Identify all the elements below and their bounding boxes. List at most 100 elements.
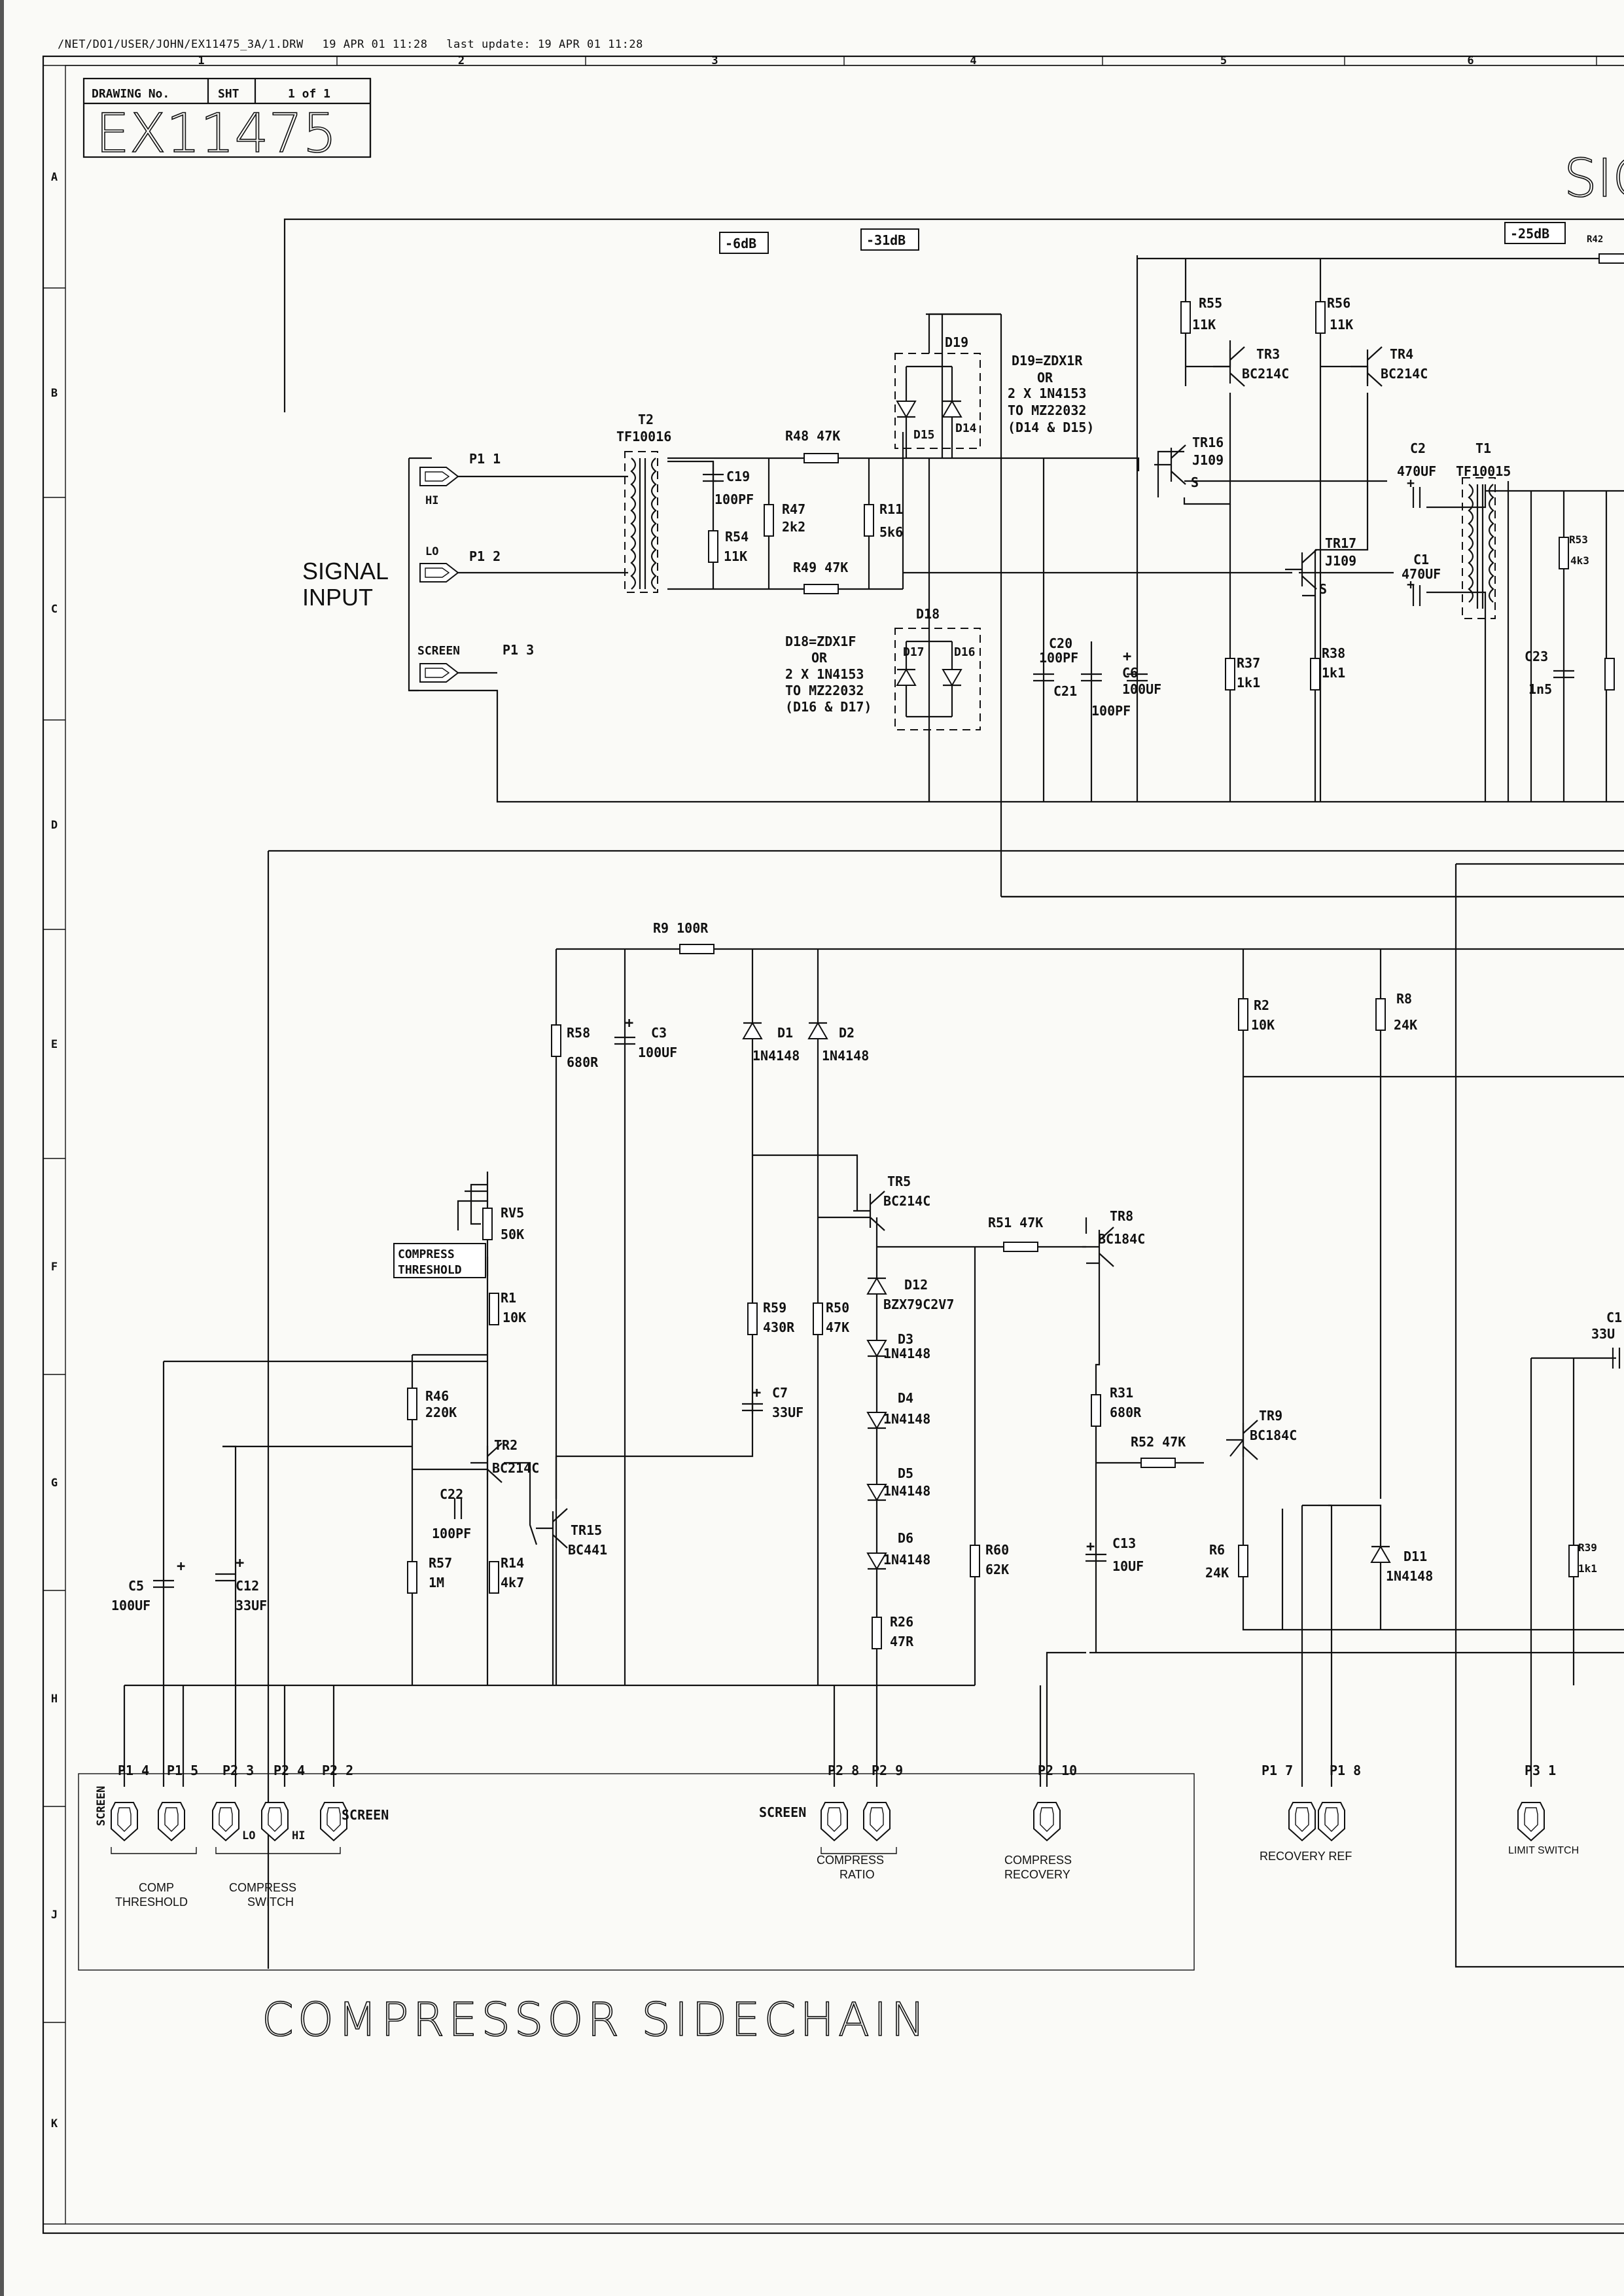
section-title-sig: SIG xyxy=(1564,148,1624,209)
connector-p1-7[interactable] xyxy=(1288,1802,1316,1841)
connector-p1-2[interactable] xyxy=(419,563,459,583)
pin-label-p1-7: P1 7 xyxy=(1262,1763,1293,1778)
pin-p1-1: P1 1 xyxy=(469,451,501,467)
value-r50: 47K xyxy=(826,1319,849,1335)
value-c-cut: 33U xyxy=(1591,1326,1615,1342)
connector-p1-5[interactable] xyxy=(158,1802,185,1841)
upper-components: C19 100PF R54 11K R47 2k2 R48 47K R49 47… xyxy=(701,234,1624,802)
section-title-compressor-sidechain: COMPRESSOR SIDECHAIN xyxy=(262,1993,929,2047)
connector-p1-1[interactable] xyxy=(419,467,459,486)
value-d3: 1N4148 xyxy=(883,1346,930,1361)
sheet-label: SHT xyxy=(218,87,239,101)
connector-p1-3[interactable] xyxy=(419,663,459,683)
compress-recovery-label-2: RECOVERY xyxy=(1004,1868,1070,1881)
value-c7: 33UF xyxy=(772,1405,803,1420)
label-d2: D2 xyxy=(839,1025,855,1041)
label-c-cut: C1 xyxy=(1606,1310,1622,1325)
label-c1: C1 xyxy=(1413,552,1429,567)
row-marker-A: A xyxy=(51,171,58,184)
value-t1: TF10015 xyxy=(1456,463,1511,479)
signal-input-connectors: P1 1 HI P1 2 LO P1 3 SCREEN SIGNAL INPUT xyxy=(302,451,534,683)
label-r59: R59 xyxy=(763,1300,786,1316)
value-r14: 4k7 xyxy=(501,1575,524,1590)
svg-text:+: + xyxy=(177,1558,185,1575)
connector-p2-9[interactable] xyxy=(863,1802,891,1841)
hi-label: HI xyxy=(292,1829,305,1842)
pin-p1-3: P1 3 xyxy=(503,642,534,658)
value-tr2: BC214C xyxy=(492,1460,539,1476)
label-d18: D18 xyxy=(916,606,940,622)
screen-label-p22: SCREEN xyxy=(342,1807,389,1823)
row-marker-K: K xyxy=(51,2117,58,2130)
label-d5: D5 xyxy=(898,1465,913,1481)
value-tr4: BC214C xyxy=(1381,366,1428,382)
compress-switch-label-2: SWITCH xyxy=(247,1895,294,1909)
row-marker-E: E xyxy=(51,1038,58,1051)
sidechain-border xyxy=(78,850,1624,1971)
label-r37: R37 xyxy=(1237,655,1260,671)
value-r60: 62K xyxy=(985,1562,1009,1577)
note-d19-5: (D14 & D15) xyxy=(1008,420,1094,435)
note-d19-4: TO MZ22032 xyxy=(1008,403,1086,418)
label-d14: D14 xyxy=(955,422,977,435)
value-d4: 1N4148 xyxy=(883,1411,930,1427)
label-r11: R11 xyxy=(879,501,903,517)
value-r26: 47R xyxy=(890,1634,914,1649)
value-d6: 1N4148 xyxy=(883,1552,930,1568)
title-block: DRAWING No. SHT 1 of 1 EX11475 xyxy=(82,77,372,166)
value-d1: 1N4148 xyxy=(752,1048,800,1064)
label-d3: D3 xyxy=(898,1331,913,1347)
level-tag-25db: -25dB xyxy=(1510,226,1549,242)
connector-p1-8[interactable] xyxy=(1318,1802,1345,1841)
svg-text:S: S xyxy=(1191,475,1199,490)
label-c13: C13 xyxy=(1112,1535,1136,1551)
compress-switch-label-1: COMPRESS xyxy=(229,1881,296,1894)
drawing-frame xyxy=(42,55,1624,2234)
label-r49: R49 47K xyxy=(793,560,848,575)
connector-p2-10[interactable] xyxy=(1033,1802,1061,1841)
value-c19: 100PF xyxy=(715,492,754,507)
label-c12: C12 xyxy=(236,1578,259,1594)
value-r46: 220K xyxy=(425,1405,457,1420)
lo-label: LO xyxy=(242,1829,255,1842)
value-r54: 11K xyxy=(724,548,747,564)
file-header: /NET/DO1/USER/JOHN/EX11475_3A/1.DRW 19 A… xyxy=(58,38,655,51)
value-r1: 10K xyxy=(503,1310,526,1325)
label-tr5: TR5 xyxy=(887,1174,911,1189)
value-c13: 10UF xyxy=(1112,1558,1144,1574)
value-r57: 1M xyxy=(429,1575,444,1590)
value-c12: 33UF xyxy=(236,1598,267,1613)
value-tr16: J109 xyxy=(1192,452,1224,468)
svg-text:+: + xyxy=(1407,475,1415,491)
connector-p1-4[interactable] xyxy=(111,1802,138,1841)
comp-threshold-label-2: THRESHOLD xyxy=(115,1895,188,1909)
label-r14: R14 xyxy=(501,1555,524,1571)
label-c2: C2 xyxy=(1410,440,1426,456)
label-rv5: RV5 xyxy=(501,1205,524,1221)
connector-p2-8[interactable] xyxy=(821,1802,848,1841)
value-c3: 100UF xyxy=(638,1045,677,1060)
signal-input-label-1: SIGNAL xyxy=(302,558,389,584)
label-d17: D17 xyxy=(903,645,925,659)
pin-label-p2-2: P2 2 xyxy=(322,1763,353,1778)
label-r48: R48 47K xyxy=(785,428,840,444)
value-t2: TF10016 xyxy=(616,429,671,444)
compress-ratio-label-2: RATIO xyxy=(839,1868,875,1881)
label-r26: R26 xyxy=(890,1614,913,1630)
pin-label-p2-3: P2 3 xyxy=(222,1763,254,1778)
connector-p2-4[interactable] xyxy=(261,1802,289,1841)
value-tr3: BC214C xyxy=(1242,366,1289,382)
connector-p2-3[interactable] xyxy=(212,1802,239,1841)
value-r53: 4k3 xyxy=(1570,554,1589,567)
screen-label-left: SCREEN xyxy=(95,1786,108,1826)
value-c22: 100PF xyxy=(432,1526,471,1541)
value-tr17: J109 xyxy=(1325,553,1356,569)
note-d18-4: TO MZ22032 xyxy=(785,683,864,698)
value-c1: 470UF xyxy=(1402,566,1441,582)
value-d12: BZX79C2V7 xyxy=(883,1297,954,1312)
label-d4: D4 xyxy=(898,1390,913,1406)
file-date: 19 APR 01 11:28 xyxy=(322,38,428,51)
connector-p3-1[interactable] xyxy=(1517,1802,1545,1841)
